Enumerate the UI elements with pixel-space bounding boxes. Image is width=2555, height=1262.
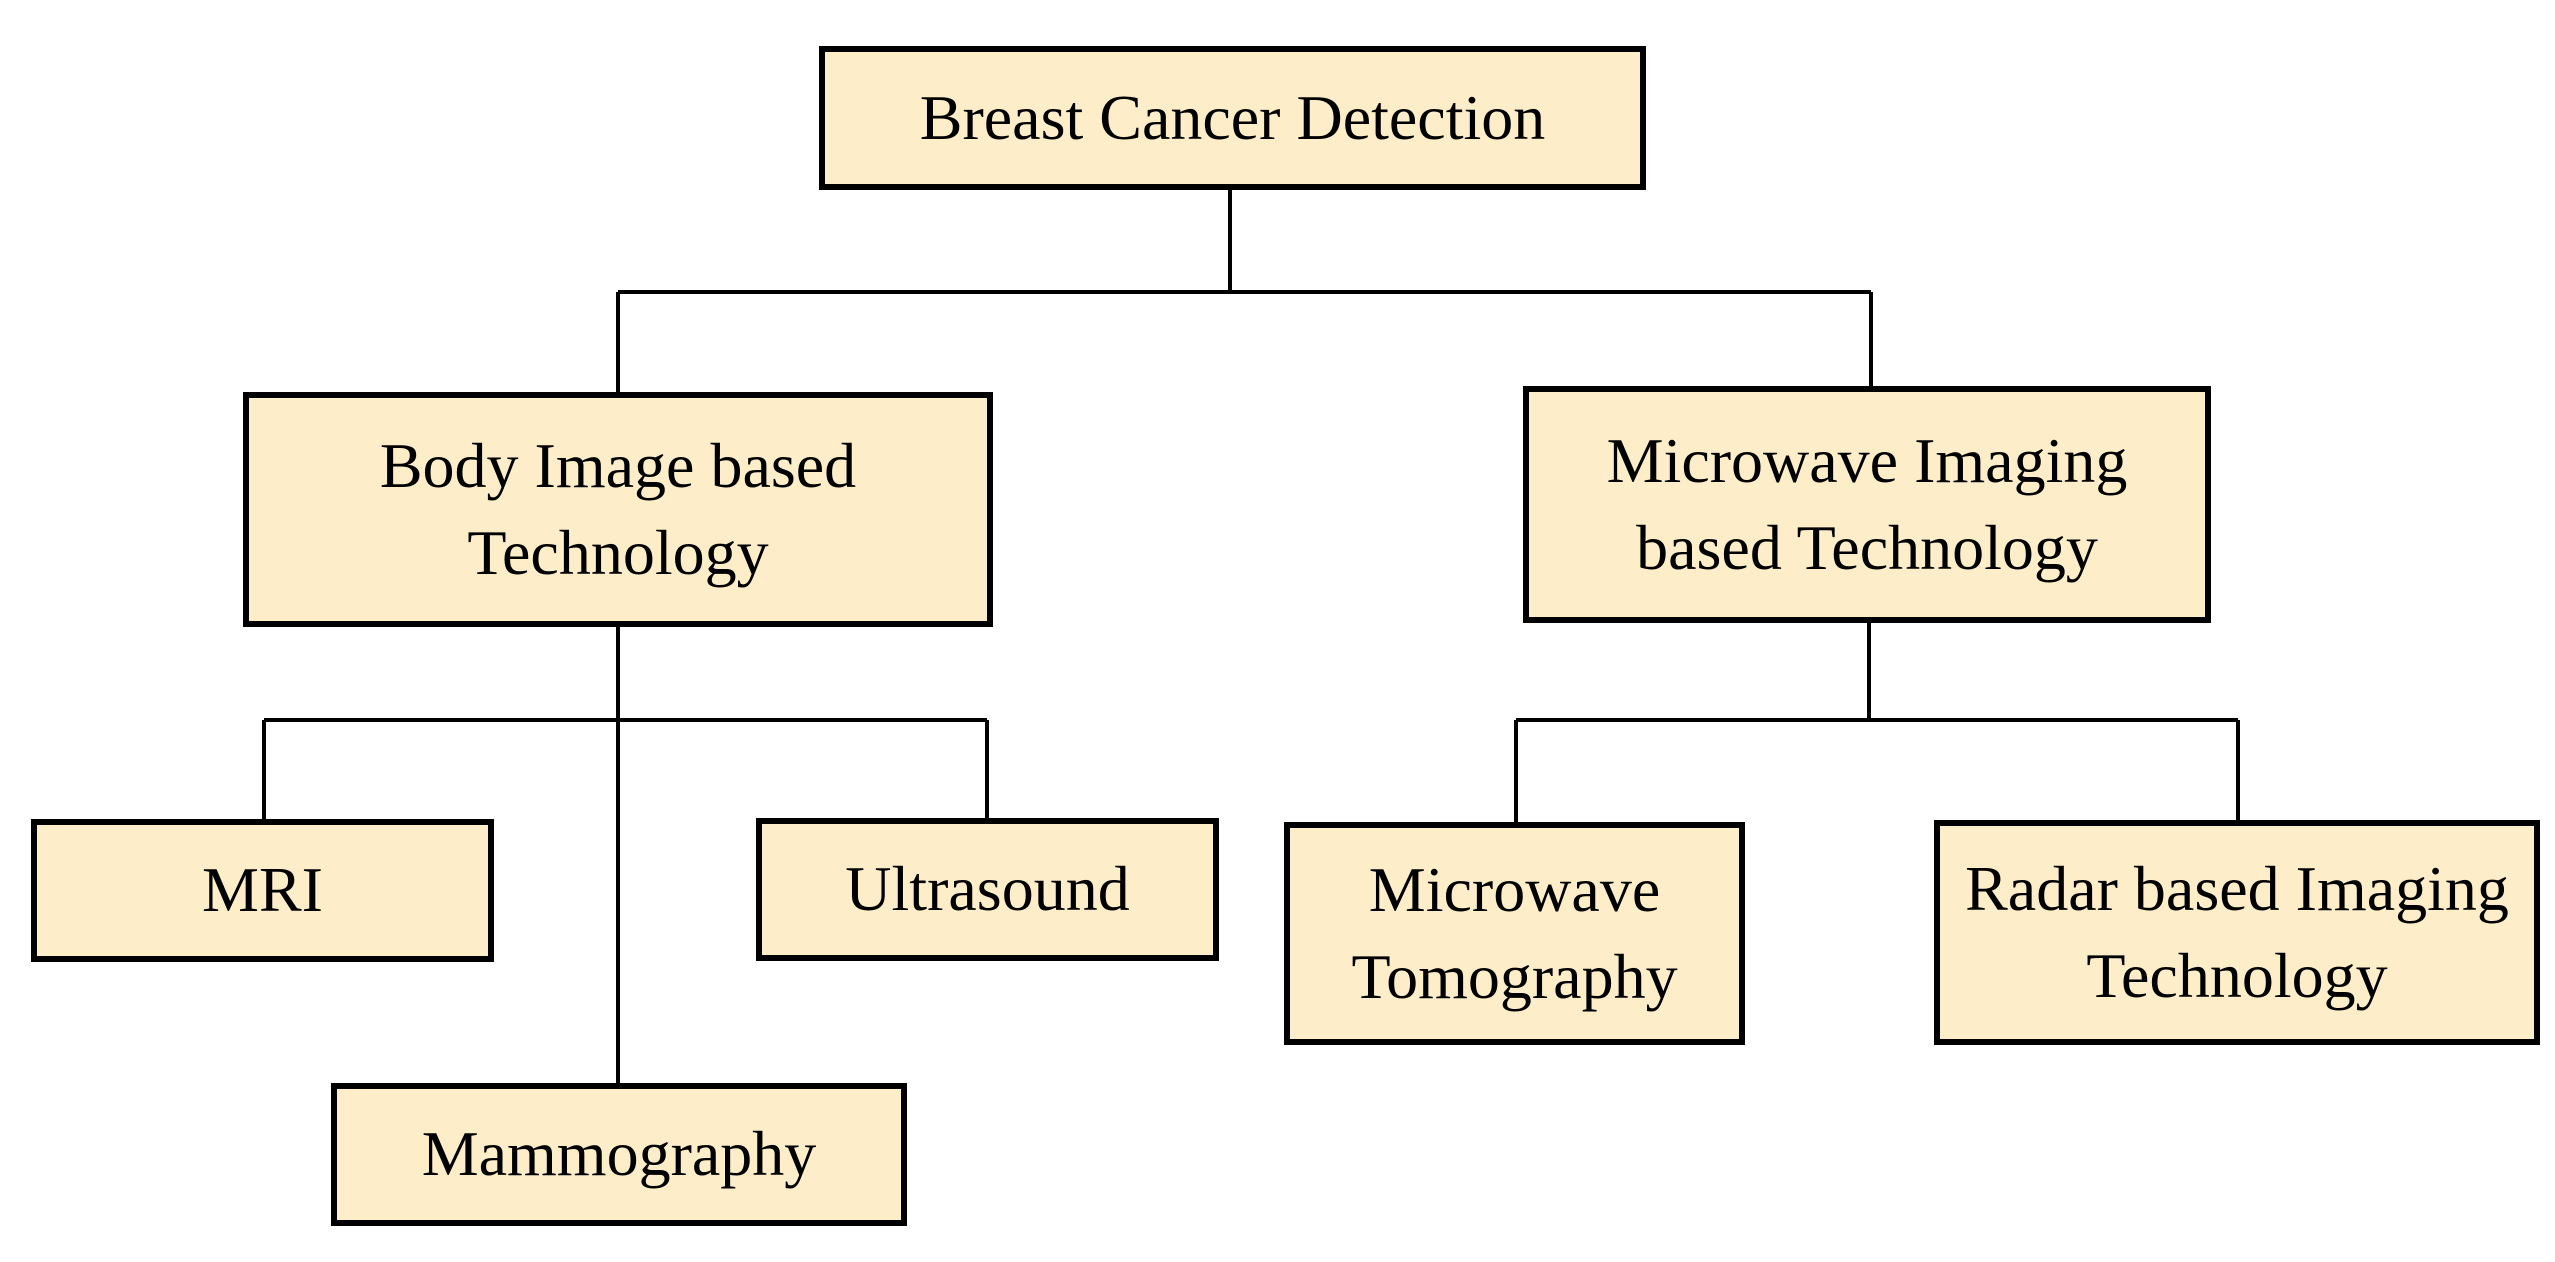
node-microwave-imaging-based-technology: Microwave Imaging based Technology [1523,386,2211,623]
node-label-line: Radar based Imaging [1965,853,2509,925]
node-breast-cancer-detection: Breast Cancer Detection [819,46,1646,190]
node-label-line: based Technology [1636,511,2098,583]
node-body-image-based-technology: Body Image based Technology [243,392,993,627]
node-label-line: Microwave [1368,854,1661,926]
node-radar-based-imaging-technology: Radar based Imaging Technology [1934,820,2540,1045]
node-label-line: Body Image based [379,430,857,502]
node-label-line: Mammography [421,1118,817,1190]
node-label-line: Tomography [1351,940,1678,1012]
node-label-line: MRI [202,854,323,926]
node-microwave-tomography: Microwave Tomography [1284,822,1745,1045]
node-label-line: Breast Cancer Detection [919,81,1546,153]
node-label-line: Technology [2086,939,2388,1011]
node-label-line: Technology [467,516,769,588]
node-label-line: Ultrasound [845,853,1130,925]
node-ultrasound: Ultrasound [756,818,1219,961]
node-label-line: Microwave Imaging [1606,425,2128,497]
node-mammography: Mammography [331,1083,907,1226]
node-mri: MRI [31,819,494,962]
